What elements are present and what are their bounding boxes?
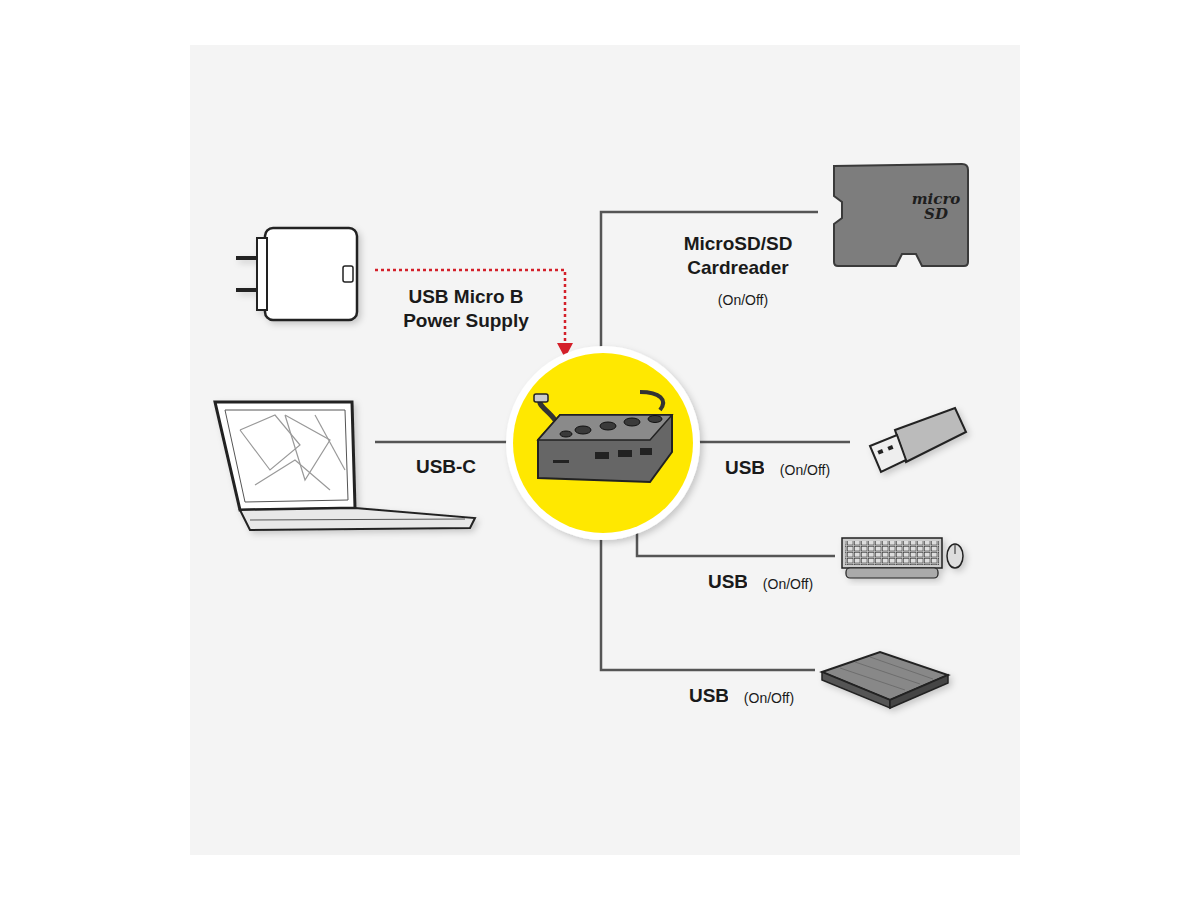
power-line <box>375 270 565 345</box>
port-label: USB <box>720 456 770 480</box>
usb-hub <box>534 392 672 482</box>
usb-stick <box>870 408 966 472</box>
hub-circle <box>513 353 693 533</box>
port-label: MicroSD/SD Cardreader <box>660 232 816 280</box>
ground-panel <box>190 45 1020 855</box>
charger <box>236 228 357 320</box>
port-label: USB <box>703 570 753 594</box>
wires <box>375 212 850 670</box>
port-label: USB Micro B Power Supply <box>383 285 549 333</box>
port-label: USB-C <box>408 455 484 479</box>
external-hdd <box>822 652 948 708</box>
switch-note: (On/Off) <box>708 288 778 312</box>
card-logo: micro SD <box>908 192 964 222</box>
card-outline <box>830 162 970 268</box>
microsd-card: micro SD <box>830 162 970 268</box>
keyboard-and-mouse <box>842 538 963 578</box>
port-label: USB <box>684 684 734 708</box>
hub-ring <box>506 346 700 540</box>
switch-note: (On/Off) <box>764 458 846 482</box>
switch-note: (On/Off) <box>728 686 810 710</box>
switch-note: (On/Off) <box>747 572 829 596</box>
